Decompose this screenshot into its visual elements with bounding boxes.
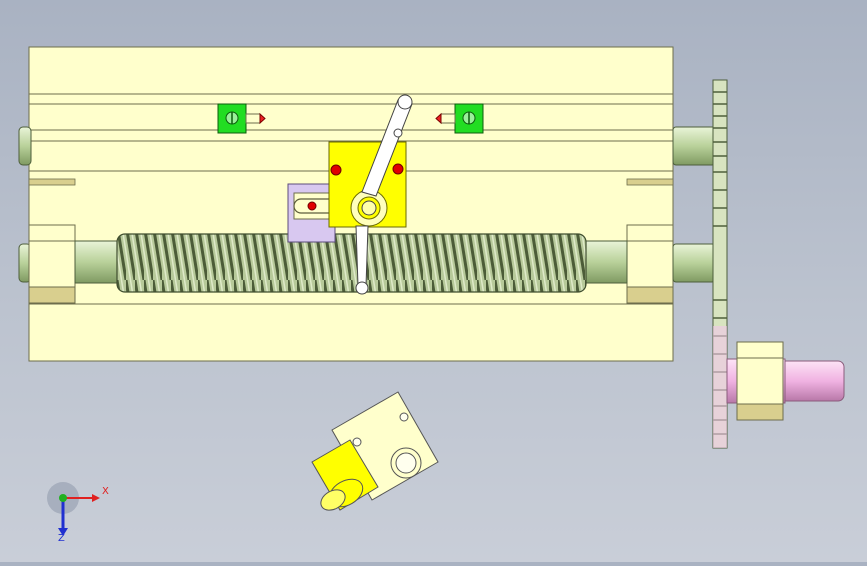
input-shaft[interactable] [779, 360, 845, 402]
right-bearing-block[interactable] [626, 224, 674, 304]
right-limit-clamp[interactable] [435, 103, 484, 134]
upper-shaft-right-end[interactable] [672, 126, 716, 166]
spur-gear[interactable] [712, 79, 728, 449]
lead-screw-thread[interactable] [116, 233, 587, 293]
y-axis-marker [59, 494, 67, 502]
z-axis-label: Z [58, 533, 65, 544]
coordinate-triad: X Z [40, 478, 120, 548]
left-limit-clamp[interactable] [217, 103, 266, 134]
x-axis-label: X [102, 486, 109, 497]
nut-bracket[interactable] [287, 183, 343, 243]
upper-shaft-left-end[interactable] [18, 126, 32, 166]
exploded-slider-part[interactable] [311, 391, 439, 514]
input-bearing-block[interactable] [736, 341, 784, 421]
lower-shaft-right-end[interactable] [672, 243, 716, 283]
left-bearing-block[interactable] [28, 224, 76, 304]
lever-arm[interactable] [355, 94, 413, 295]
